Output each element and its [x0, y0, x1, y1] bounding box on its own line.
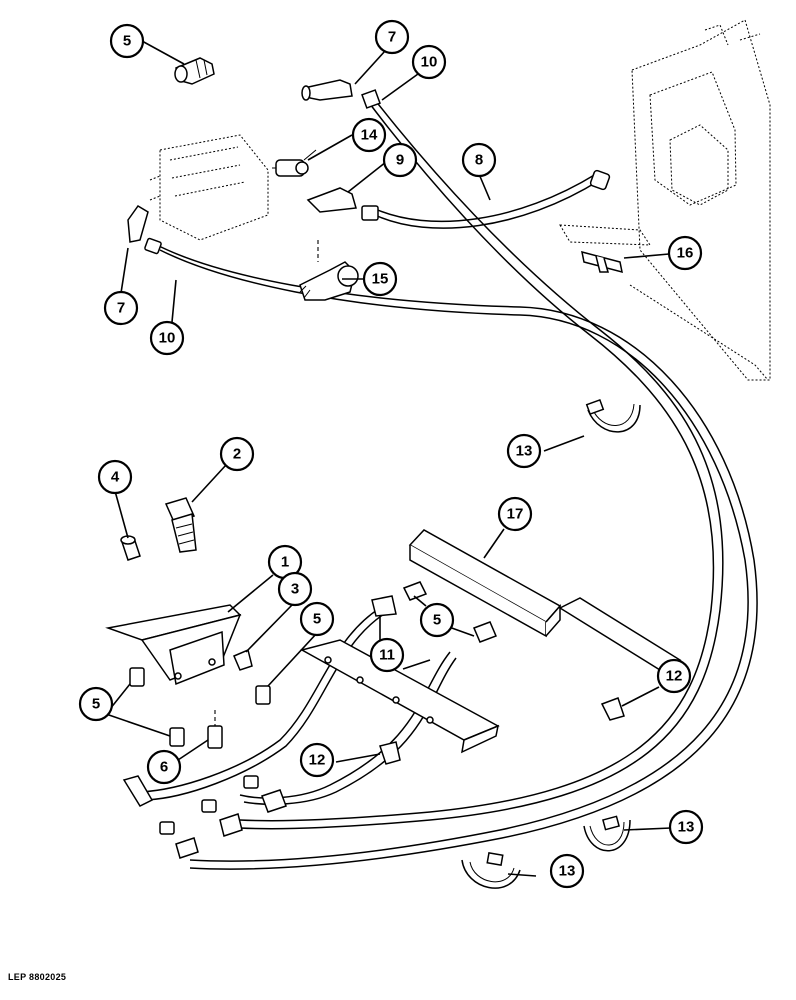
part-4-bushing [120, 535, 141, 561]
svg-text:13: 13 [678, 819, 695, 836]
mounting-rail-right [558, 597, 682, 671]
svg-text:15: 15 [372, 271, 389, 288]
part-7-elbow-left [127, 205, 149, 243]
part-14-pressure-switch [272, 149, 317, 177]
svg-text:17: 17 [507, 506, 524, 523]
callout-17: 17 [497, 496, 533, 532]
callout-13-right: 13 [668, 809, 704, 845]
svg-text:5: 5 [123, 33, 131, 50]
svg-text:10: 10 [159, 330, 176, 347]
part-12-clip-center [379, 741, 401, 765]
part-10-fitting-top [361, 89, 381, 109]
callout-6: 6 [146, 749, 182, 785]
part-8-end-fitting-right [589, 169, 611, 191]
callout-12-center: 12 [299, 742, 335, 778]
svg-text:1: 1 [281, 554, 289, 571]
callout-12-right: 12 [656, 658, 692, 694]
svg-text:3: 3 [291, 581, 299, 598]
part-17-block [408, 529, 562, 638]
part-15-pressure-sender [299, 240, 359, 301]
svg-text:4: 4 [111, 469, 120, 486]
part-1-valve-bracket [105, 604, 242, 686]
callout-14: 14 [351, 117, 387, 153]
part-3-clip [233, 648, 253, 671]
svg-text:8: 8 [475, 152, 483, 169]
leader-lines [105, 40, 672, 877]
svg-text:13: 13 [559, 863, 576, 880]
callout-15: 15 [362, 261, 398, 297]
svg-text:5: 5 [433, 612, 441, 629]
part-6-fitting [207, 710, 223, 749]
part-9-elbow [306, 187, 357, 213]
ghost-pump-assembly-right [629, 19, 771, 381]
callout-16: 16 [667, 235, 703, 271]
callout-5-right: 5 [299, 601, 335, 637]
callout-10-left: 10 [149, 320, 185, 356]
part-13-hose-clamp-lower-right [583, 815, 631, 852]
part-8-end-fitting-left [361, 205, 379, 221]
figure-reference-code: LEP 8802025 [8, 972, 67, 982]
hose-end-fittings-lower [122, 775, 287, 859]
svg-text:14: 14 [361, 127, 378, 144]
callout-7-top: 7 [374, 19, 410, 55]
part-5-adapters-mid [371, 581, 497, 643]
callout-7-left: 7 [103, 290, 139, 326]
callout-13-bottom: 13 [549, 853, 585, 889]
part-13-hose-clamp-lower-left [461, 851, 521, 889]
svg-text:7: 7 [117, 300, 125, 317]
callout-4: 4 [97, 459, 133, 495]
hose-10-long-lower [154, 243, 758, 870]
svg-text:2: 2 [233, 446, 241, 463]
part-7-elbow-top [301, 79, 353, 101]
part-10-fitting-left [144, 237, 162, 255]
part-16-tee [581, 250, 623, 274]
svg-text:12: 12 [666, 668, 683, 685]
svg-text:7: 7 [388, 29, 396, 46]
callout-10-top: 10 [411, 44, 447, 80]
svg-text:16: 16 [677, 245, 694, 262]
ghost-fitting-bracket [559, 224, 651, 246]
callout-13-top: 13 [506, 433, 542, 469]
part-13-hose-clamp-top [585, 398, 641, 433]
mounting-plate [300, 639, 500, 754]
svg-text:10: 10 [421, 54, 438, 71]
part-2-bolt [164, 497, 197, 553]
callout-9: 9 [382, 142, 418, 178]
svg-text:9: 9 [396, 152, 404, 169]
callout-5-top: 5 [109, 23, 145, 59]
callout-3: 3 [277, 571, 313, 607]
svg-text:6: 6 [160, 759, 168, 776]
part-5-adapters-lower-left [129, 667, 271, 747]
callout-2: 2 [219, 436, 255, 472]
part-5-adapter-top [174, 57, 215, 85]
callout-5-left: 5 [78, 686, 114, 722]
svg-text:13: 13 [516, 443, 533, 460]
callout-8: 8 [461, 142, 497, 178]
hose-10-long-upper [239, 99, 724, 830]
svg-text:12: 12 [309, 752, 326, 769]
part-12-clip-right [600, 697, 625, 721]
ghost-valve-block-upper-left [149, 134, 269, 241]
svg-text:5: 5 [92, 696, 100, 713]
svg-text:11: 11 [379, 647, 395, 664]
callout-5-center: 5 [419, 602, 455, 638]
svg-text:5: 5 [313, 611, 321, 628]
hose-8 [372, 173, 601, 229]
callout-11: 11 [369, 637, 405, 673]
